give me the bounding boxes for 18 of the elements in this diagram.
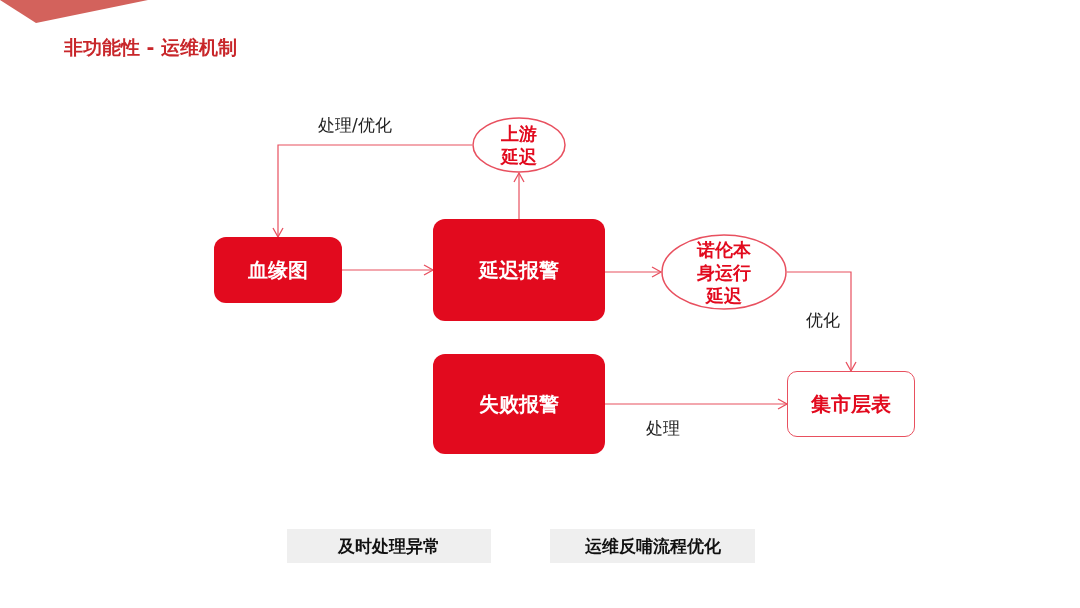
arrow [786,271,857,372]
ellipse-node: 上游延迟 [472,117,566,173]
process-box: 失败报警 [433,354,605,454]
summary-box: 及时处理异常 [287,529,491,563]
ellipse-node: 诺伦本身运行延迟 [661,234,787,310]
process-box: 集市层表 [787,371,915,437]
title: 非功能性 - 运维机制 [64,35,238,60]
edge-label: 处理/优化 [318,114,392,137]
arrow [513,172,525,220]
edge-label: 优化 [806,309,840,332]
summary-box: 运维反哺流程优化 [550,529,755,563]
process-box: 血缘图 [214,237,342,303]
arrow [604,398,788,410]
arrow [341,264,434,276]
arrow [604,266,662,278]
arrow [272,144,473,238]
process-box: 延迟报警 [433,219,605,321]
edge-label: 处理 [646,417,680,440]
